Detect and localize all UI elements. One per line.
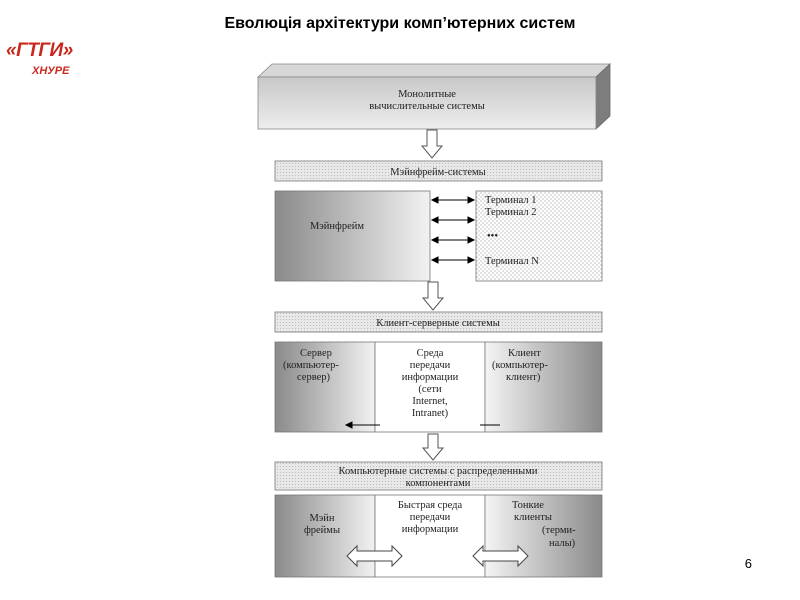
terminal-ellipsis: ••• (487, 231, 498, 242)
slide-title: Еволюція архітектури комп’ютерних систем (224, 15, 576, 32)
fast-medium-line-2: передачи (410, 512, 451, 523)
terminal-2: Терминал 2 (485, 207, 537, 218)
medium-line-4: (сети (418, 384, 442, 395)
mainframe-box-label: Мэйнфрейм (310, 221, 364, 232)
client-line-1: Клиент (508, 348, 541, 359)
client-server-arrows (344, 421, 500, 429)
medium-line-1: Среда (417, 348, 444, 359)
monolithic-systems-block: Монолитные вычислительные системы (256, 63, 612, 130)
server-line-2: (компьютер- (283, 360, 339, 371)
thin-clients-line-1: Тонкие (512, 500, 544, 511)
client-line-2: (компьютер- (492, 360, 548, 371)
server-line-1: Сервер (300, 348, 332, 359)
fast-medium-line-1: Быстрая среда (398, 500, 463, 511)
medium-line-6: Intranet) (412, 408, 449, 419)
client-server-systems-block: Клиент-серверные системы Сервер (компьют… (274, 311, 603, 433)
logo-top-text: «ГТГИ» (6, 40, 73, 61)
mainframe-systems-block: Мэйнфрейм-системы Мэйнфрейм Терминал 1 Т… (274, 160, 603, 282)
right-block-arrow (472, 544, 529, 568)
down-arrow-3 (421, 433, 445, 461)
logo-bottom-text: ХНУРЕ (32, 65, 70, 77)
terminal-n: Терминал N (485, 256, 539, 267)
mainframes-line-2: фреймы (304, 525, 340, 536)
medium-line-3: информации (402, 372, 459, 383)
down-arrow-2 (421, 281, 445, 311)
thin-clients-line-2: клиенты (514, 512, 552, 523)
left-block-arrow (346, 544, 403, 568)
page-number: 6 (744, 556, 752, 571)
terminal-connection-arrows (430, 196, 476, 264)
client-line-3: клиент) (506, 372, 541, 383)
mainframes-line-1: Мэйн (309, 513, 334, 524)
down-arrow-1 (420, 129, 444, 159)
distributed-header-line-1: Компьютерные системы с распределенными (339, 466, 538, 477)
distributed-header-line-2: компонентами (406, 478, 471, 489)
medium-line-5: Internet, (412, 396, 447, 407)
fast-medium-line-3: информации (402, 524, 459, 535)
medium-line-2: передачи (410, 360, 451, 371)
university-logo: «ГТГИ» ХНУРЕ (2, 40, 88, 88)
client-server-header: Клиент-серверные системы (376, 318, 500, 329)
terminal-1: Терминал 1 (485, 195, 537, 206)
monolithic-line-2: вычислительные системы (369, 101, 485, 112)
monolithic-line-1: Монолитные (398, 89, 456, 100)
distributed-systems-block: Компьютерные системы с распределенными к… (274, 461, 603, 578)
thin-clients-line-3: (терми- (542, 525, 576, 536)
mainframe-header: Мэйнфрейм-системы (390, 167, 485, 178)
thin-clients-line-4: налы) (549, 538, 576, 549)
server-line-3: сервер) (297, 372, 331, 383)
